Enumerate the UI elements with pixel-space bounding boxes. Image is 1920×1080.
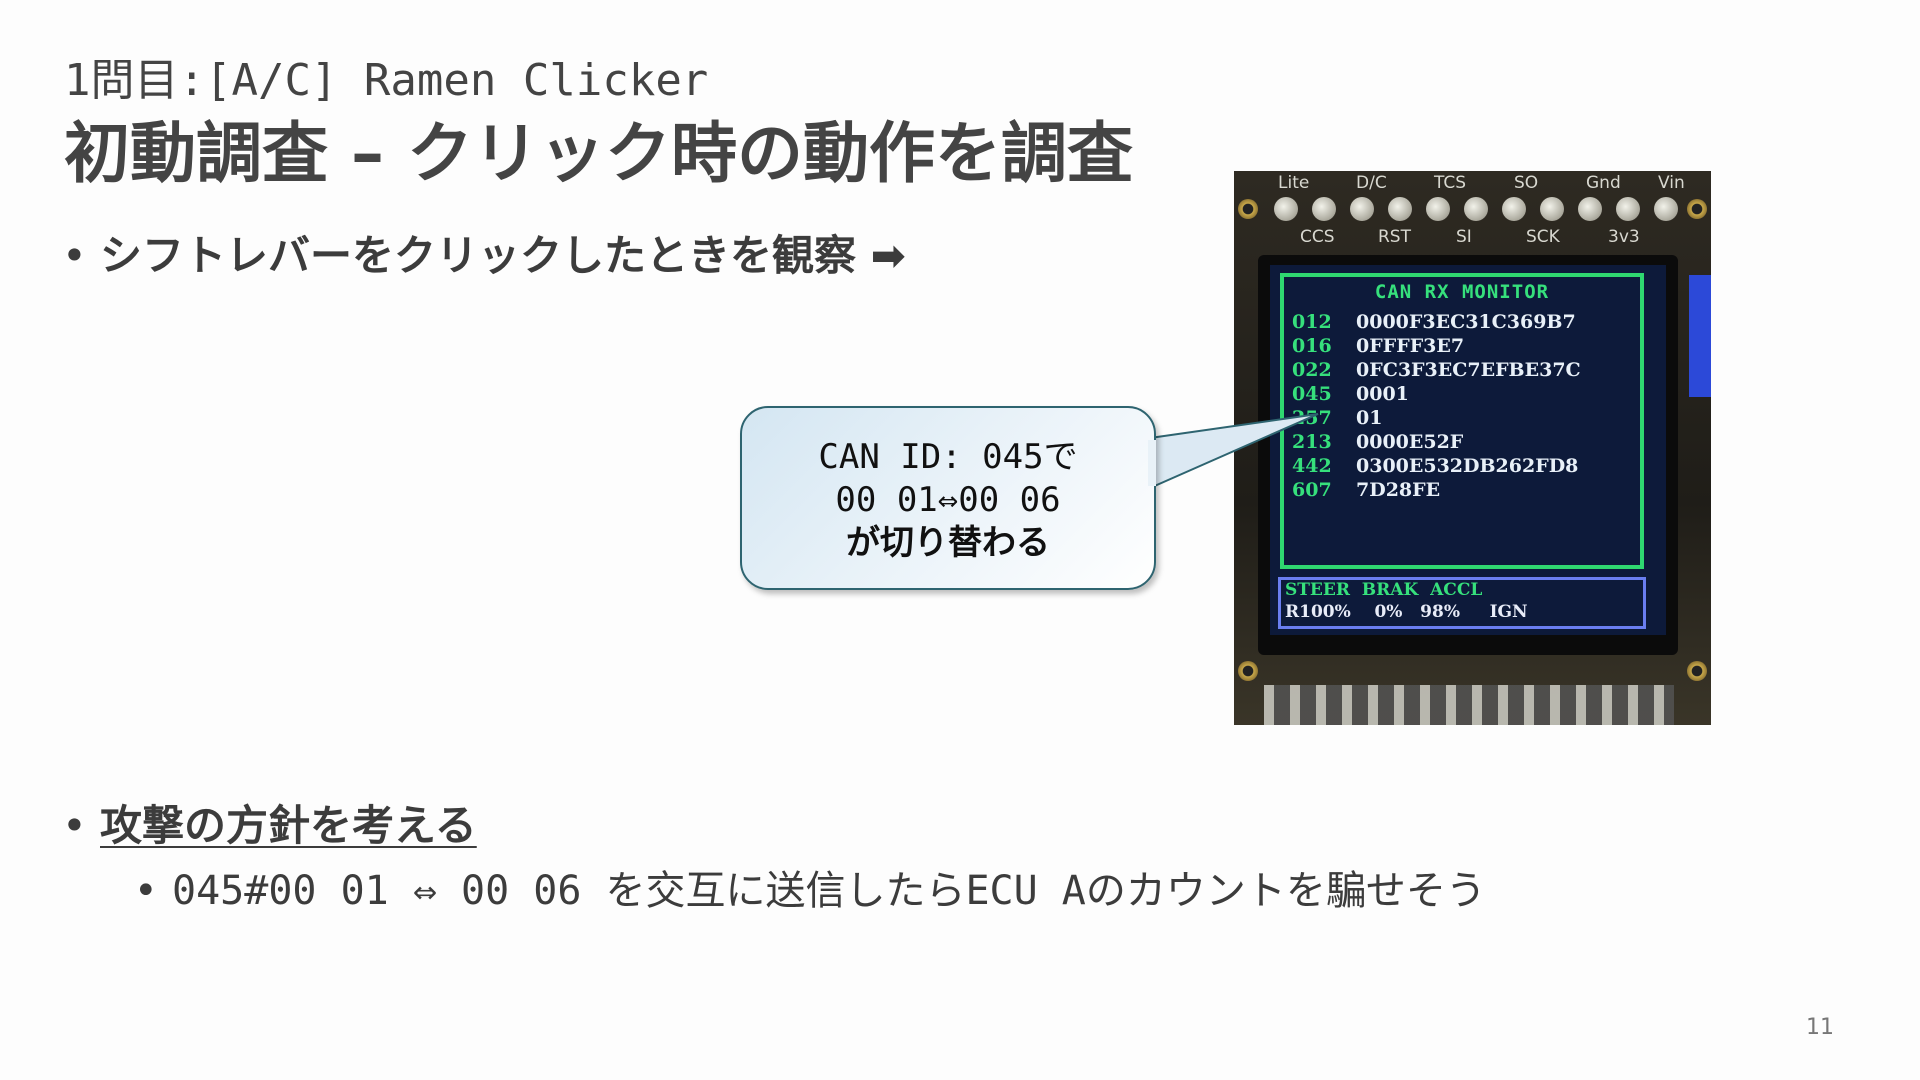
pin-header: Lite D/C TCS SO Gnd Vin CCS RST SI SCK 3… bbox=[1264, 171, 1685, 251]
sub-bullet-text: 045#00 01 ⇔ 00 06 を交互に送信したらECU Aのカウントを騙せ… bbox=[172, 868, 1486, 914]
bottom-pin-header bbox=[1264, 685, 1674, 725]
can-id: 257 bbox=[1292, 407, 1332, 429]
status-values: R100% 0% 98% IGN bbox=[1285, 602, 1528, 622]
pin-label: SO bbox=[1514, 173, 1539, 193]
can-row: 607 7D28FE bbox=[1292, 479, 1440, 501]
pin-label: TCS bbox=[1434, 173, 1467, 193]
mounting-hole bbox=[1687, 661, 1707, 681]
pin-label: SI bbox=[1456, 227, 1472, 247]
header-pin bbox=[1274, 197, 1298, 221]
header-pin bbox=[1502, 197, 1526, 221]
header-pin bbox=[1578, 197, 1602, 221]
can-data: 0000E52F bbox=[1356, 431, 1464, 453]
bullet-dot: • bbox=[134, 868, 158, 914]
can-row: 012 0000F3EC31C369B7 bbox=[1292, 311, 1576, 333]
can-id: 012 bbox=[1292, 311, 1332, 333]
can-data: 0000F3EC31C369B7 bbox=[1356, 311, 1576, 333]
header-pin bbox=[1312, 197, 1336, 221]
callout-join bbox=[1148, 440, 1156, 486]
can-rx-monitor-box: CAN RX MONITOR 012 0000F3EC31C369B7 016 0F… bbox=[1280, 273, 1644, 569]
can-id: 016 bbox=[1292, 335, 1332, 357]
mounting-hole bbox=[1687, 199, 1707, 219]
header-pin bbox=[1464, 197, 1488, 221]
can-row: 213 0000E52F bbox=[1292, 431, 1463, 453]
can-data: 0300E532DB262FD8 bbox=[1356, 455, 1579, 477]
can-data: 0FFFF3E7 bbox=[1356, 335, 1465, 357]
can-id: 442 bbox=[1292, 455, 1332, 477]
can-id: 213 bbox=[1292, 431, 1332, 453]
status-header: STEER BRAK ACCL bbox=[1285, 580, 1483, 600]
blue-connector bbox=[1689, 275, 1711, 397]
can-id: 607 bbox=[1292, 479, 1332, 501]
pin-label: Gnd bbox=[1586, 173, 1621, 193]
callout-line-1: CAN ID: 045で bbox=[818, 437, 1078, 477]
bullet-strategy: • 攻撃の方針を考える bbox=[62, 792, 477, 853]
can-data: 7D28FE bbox=[1356, 479, 1441, 501]
callout-bubble: CAN ID: 045で 00 01⇔00 06 が切り替わる bbox=[740, 406, 1156, 590]
monitor-title: CAN RX MONITOR bbox=[1374, 281, 1550, 303]
bullet-strategy-text: 攻撃の方針を考える bbox=[100, 801, 477, 850]
header-pin bbox=[1540, 197, 1564, 221]
can-data: 01 bbox=[1356, 407, 1383, 429]
bullet-dot: • bbox=[62, 231, 87, 280]
can-row: 442 0300E532DB262FD8 bbox=[1292, 455, 1578, 477]
status-box: STEER BRAK ACCL R100% 0% 98% IGN bbox=[1278, 577, 1646, 629]
mounting-hole bbox=[1238, 661, 1258, 681]
mounting-hole bbox=[1238, 199, 1258, 219]
header-pin bbox=[1350, 197, 1374, 221]
can-row: 257 01 bbox=[1292, 407, 1382, 429]
pin-label: Vin bbox=[1658, 173, 1685, 193]
bullet-observe-text: シフトレバーをクリックしたときを観察 ➡ bbox=[100, 231, 906, 280]
can-row: 045 0001 bbox=[1292, 383, 1409, 405]
lcd-frame: CAN RX MONITOR 012 0000F3EC31C369B7 016 0F… bbox=[1258, 255, 1678, 655]
can-id: 045 bbox=[1292, 383, 1332, 405]
pin-label: D/C bbox=[1356, 173, 1387, 193]
can-row: 016 0FFFF3E7 bbox=[1292, 335, 1464, 357]
page-number: 11 bbox=[1806, 1015, 1834, 1040]
pin-label: Lite bbox=[1278, 173, 1310, 193]
bullet-dot: • bbox=[62, 801, 87, 850]
sub-bullet-strategy-detail: • 045#00 01 ⇔ 00 06 を交互に送信したらECU Aのカウントを騙… bbox=[134, 858, 1486, 916]
can-data: 0001 bbox=[1356, 383, 1409, 405]
can-data: 0FC3F3EC7EFBE37C bbox=[1356, 359, 1581, 381]
can-row: 022 0FC3F3EC7EFBE37C bbox=[1292, 359, 1581, 381]
pin-label: CCS bbox=[1300, 227, 1335, 247]
pin-label: SCK bbox=[1526, 227, 1560, 247]
can-id: 022 bbox=[1292, 359, 1332, 381]
header-pin bbox=[1388, 197, 1412, 221]
pin-label: RST bbox=[1378, 227, 1411, 247]
callout-text: CAN ID: 045で 00 01⇔00 06 が切り替わる bbox=[742, 436, 1154, 565]
pin-label: 3v3 bbox=[1608, 227, 1640, 247]
can-monitor-device-photo: Lite D/C TCS SO Gnd Vin CCS RST SI SCK 3… bbox=[1234, 171, 1711, 725]
header-pin bbox=[1654, 197, 1678, 221]
slide-title: 初動調査 – クリック時の動作を調査 bbox=[64, 115, 1133, 192]
lcd-screen: CAN RX MONITOR 012 0000F3EC31C369B7 016 0F… bbox=[1270, 265, 1666, 635]
callout-line-3: が切り替わる bbox=[846, 523, 1050, 563]
callout-line-2: 00 01⇔00 06 bbox=[835, 480, 1061, 520]
header-pin bbox=[1616, 197, 1640, 221]
bullet-observe: • シフトレバーをクリックしたときを観察 ➡ bbox=[62, 222, 906, 283]
header-pin bbox=[1426, 197, 1450, 221]
slide-subtitle: 1問目:[A/C] Ramen Clicker bbox=[64, 55, 709, 106]
